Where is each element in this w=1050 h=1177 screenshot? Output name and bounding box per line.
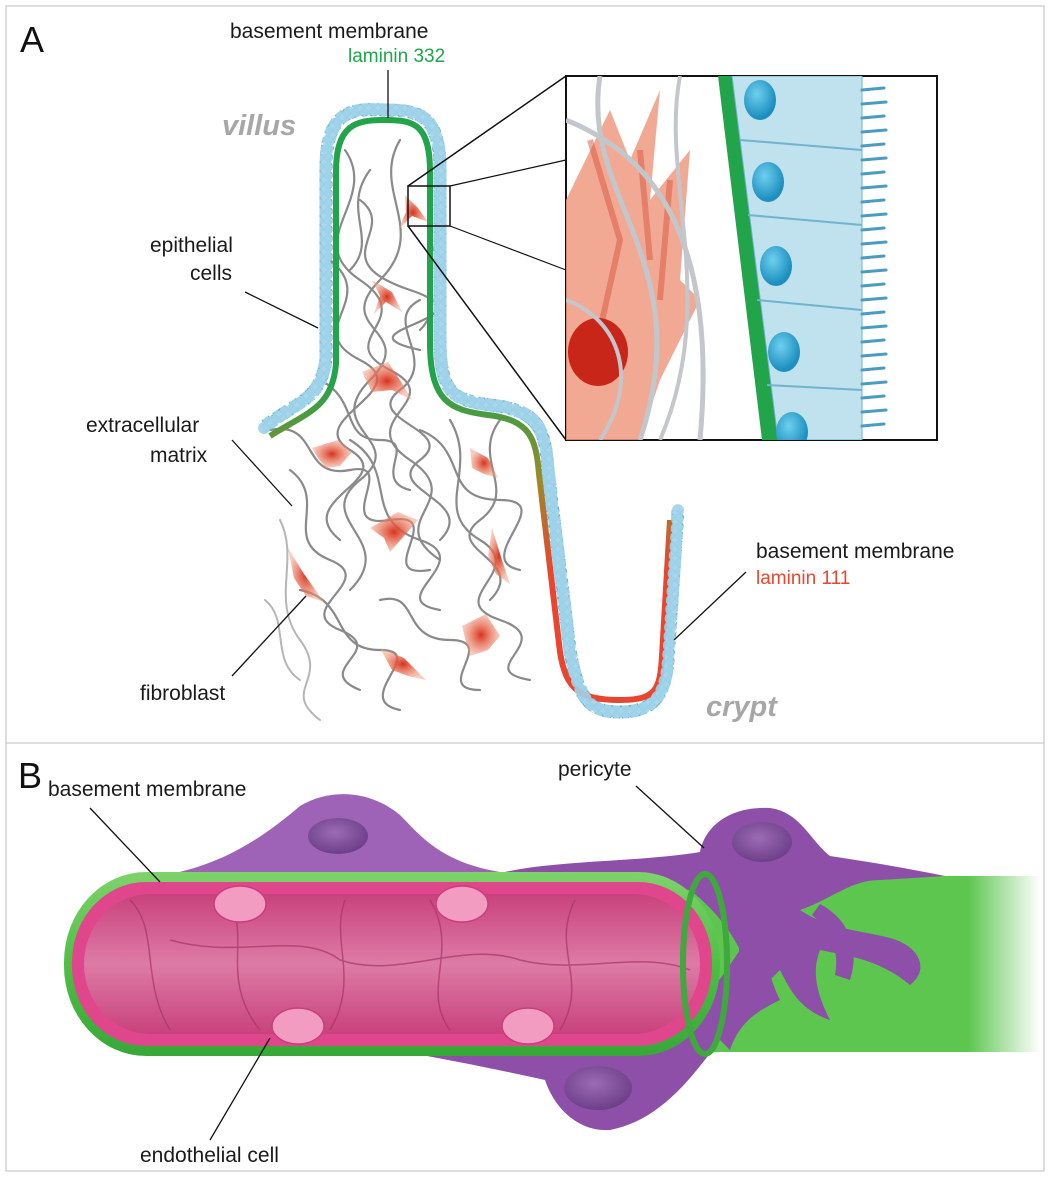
panel-a-letter: A (20, 19, 44, 60)
fibroblast-cell (380, 648, 426, 680)
blood-vessel (64, 794, 1040, 1130)
fibroblast-cell (462, 614, 500, 656)
pericyte-nucleus (732, 822, 792, 862)
label-b-basement-membrane: basement membrane (48, 778, 246, 801)
label-laminin-332: laminin 332 (348, 46, 445, 67)
inset-magnified-view (566, 76, 937, 452)
label-epithelial-line2: cells (190, 262, 232, 285)
leader-laminin-111 (674, 572, 746, 640)
label-top-basement-membrane: basement membrane (230, 20, 428, 43)
fibroblast-cell (398, 195, 428, 230)
leader-fibroblast (232, 596, 306, 676)
label-endothelial-cell: endothelial cell (140, 1144, 279, 1167)
fibroblast-cell (312, 440, 352, 468)
panel-b-letter: B (18, 755, 42, 796)
label-pericyte: pericyte (558, 758, 632, 781)
leader-b-basement-membrane (90, 808, 160, 882)
leader-pericyte (636, 786, 704, 848)
leader-ecm (232, 440, 292, 506)
label-epithelial-line1: epithelial (150, 234, 233, 257)
label-crypt: crypt (706, 691, 778, 723)
label-ecm-line1: extracellular (86, 414, 199, 437)
vessel-lumen (84, 894, 700, 1034)
fibroblast-cell (470, 448, 498, 478)
pericyte-nucleus (564, 1066, 632, 1110)
label-villus: villus (222, 110, 296, 142)
label-fibroblast: fibroblast (140, 682, 225, 705)
leader-epithelial (245, 292, 318, 328)
pericyte-nucleus (308, 818, 368, 854)
label-laminin-111: laminin 111 (756, 568, 850, 589)
fibroblast-cell (288, 548, 324, 602)
label-right-basement-membrane: basement membrane (756, 540, 954, 563)
label-ecm-line2: matrix (150, 444, 208, 467)
